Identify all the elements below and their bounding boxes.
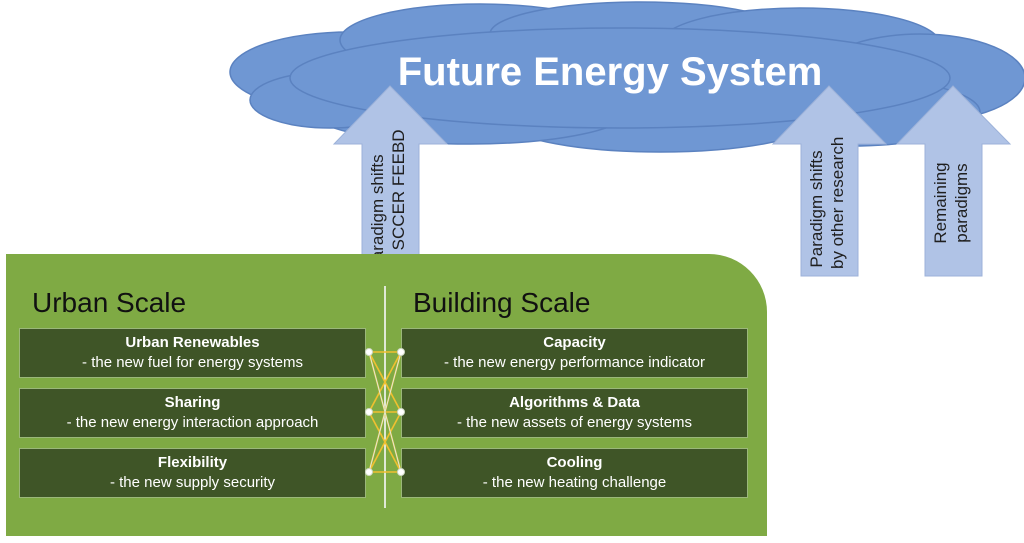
urban-item-sub: - the new energy interaction approach: [66, 414, 319, 431]
building-item-cooling: Cooling - the new heating challenge: [401, 448, 748, 498]
remaining-arrow: [895, 85, 1012, 277]
building-item-sub: - the new heating challenge: [482, 474, 667, 491]
urban-item-title: Urban Renewables: [125, 334, 260, 351]
urban-item-title: Flexibility: [157, 454, 228, 471]
urban-item-sharing: Sharing - the new energy interaction app…: [19, 388, 366, 438]
urban-item-sub: - the new supply security: [109, 474, 276, 491]
urban-item-flexibility: Flexibility - the new supply security: [19, 448, 366, 498]
building-item-sub: - the new assets of energy systems: [456, 414, 693, 431]
building-item-title: Algorithms & Data: [509, 394, 640, 411]
building-item-title: Capacity: [543, 334, 606, 351]
urban-item-sub: - the new fuel for energy systems: [82, 354, 303, 371]
other-research-arrow: [771, 85, 888, 277]
building-item-capacity: Capacity - the new energy performance in…: [401, 328, 748, 378]
urban-item-renewables: Urban Renewables - the new fuel for ener…: [19, 328, 366, 378]
building-item-algorithms: Algorithms & Data - the new assets of en…: [401, 388, 748, 438]
building-scale-title: Building Scale: [413, 287, 591, 318]
building-item-title: Cooling: [546, 454, 603, 471]
urban-item-title: Sharing: [164, 394, 221, 411]
urban-scale-title: Urban Scale: [32, 287, 187, 318]
building-item-sub: - the new energy performance indicator: [444, 354, 705, 371]
scale-divider: [384, 286, 386, 508]
cloud-title: Future Energy System: [397, 50, 823, 94]
